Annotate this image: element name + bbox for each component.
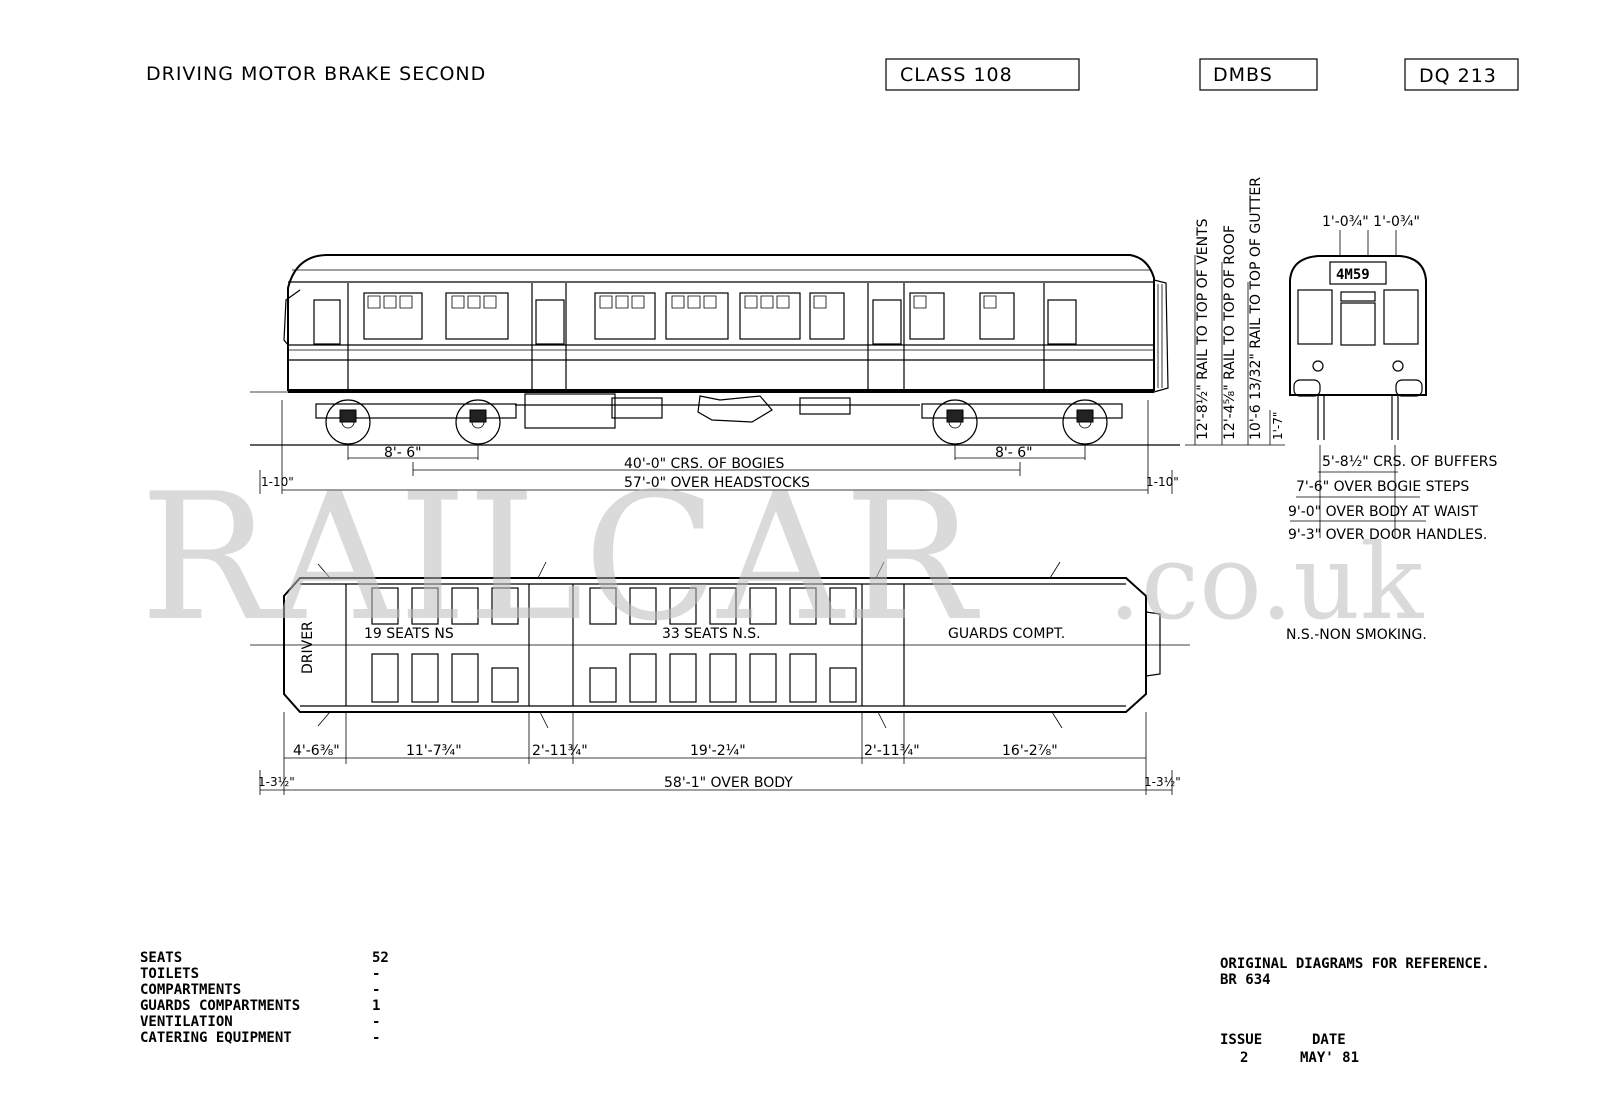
footer-block: ORIGINAL DIAGRAMS FOR REFERENCE. BR 634 … (1220, 956, 1490, 1066)
reference-line-1: ORIGINAL DIAGRAMS FOR REFERENCE. (1220, 956, 1490, 972)
overhang-right-dim: 1-10" (1146, 475, 1179, 489)
side-elevation: 8'- 6" 8'- 6" 40'-0" CRS. OF BOGIES 57'-… (250, 254, 1180, 494)
door-handles-dim: 9'-3" OVER DOOR HANDLES. (1288, 527, 1487, 543)
bogie-wheelbase-right: 8'- 6" (995, 445, 1033, 461)
cab-window-centre (1340, 302, 1376, 346)
cab-window-right (1383, 289, 1419, 345)
height-roof: 12'-4⅝" RAIL TO TOP OF ROOF (1222, 225, 1238, 440)
end-elevation: 1'-0¾" 1'-0¾" 4M59 5'-8½" CRS. OF BUFFER… (1288, 214, 1498, 543)
buffers-dim: 5'-8½" CRS. OF BUFFERS (1322, 454, 1498, 470)
end-body (1289, 255, 1427, 396)
underframe-tank (524, 393, 616, 429)
plan-overhang-right: 1-3½" (1144, 775, 1181, 789)
stat-label-seats: SEATS (140, 950, 182, 966)
end-top-dim: 1'-0¾" 1'-0¾" (1322, 214, 1420, 230)
cab-window-left (1297, 289, 1333, 345)
plan-dim-5: 2'-11¾" (864, 743, 920, 759)
watermark-main: RAILCAR (140, 457, 980, 660)
height-floor: 1'-7" (1271, 412, 1285, 440)
headcode: 4M59 (1336, 267, 1370, 283)
side-windows (363, 292, 1015, 340)
stat-value-seats: 52 (372, 950, 389, 966)
date-value: MAY' 81 (1300, 1050, 1359, 1066)
height-vents: 12'-8½" RAIL TO TOP OF VENTS (1195, 218, 1211, 440)
guards-label: GUARDS COMPT. (948, 626, 1065, 642)
class-label: CLASS 108 (900, 64, 1013, 86)
stat-value-ventilation: - (372, 1014, 380, 1030)
stat-value-guards: 1 (372, 998, 380, 1014)
type-box (1199, 58, 1318, 91)
height-dimensions: 12'-8½" RAIL TO TOP OF VENTS 12'-4⅝" RAI… (1185, 177, 1285, 446)
issue-value: 2 (1240, 1050, 1248, 1066)
body-outline (287, 254, 1155, 391)
seats-33-label: 33 SEATS N.S. (662, 626, 761, 642)
plan-dim-4: 19'-2¼" (690, 743, 746, 759)
stat-value-catering: - (372, 1030, 380, 1046)
plan-overhang-left: 1-3½" (258, 775, 295, 789)
plan-dim-1: 4'-6⅜" (293, 743, 340, 759)
driver-label: DRIVER (300, 621, 316, 674)
plan-dim-3: 2'-11¾" (532, 743, 588, 759)
reference-line-2: BR 634 (1220, 972, 1271, 988)
plan-dimensions: 4'-6⅜" 11'-7¾" 2'-11¾" 19'-2¼" 2'-11¾" 1… (258, 712, 1181, 795)
body-waist-dim: 9'-0" OVER BODY AT WAIST (1288, 504, 1479, 520)
engine-unit (697, 395, 773, 423)
diagram-title: DRIVING MOTOR BRAKE SECOND (146, 63, 486, 85)
stat-label-compartments: COMPARTMENTS (140, 982, 241, 998)
bogie-wheelbase-left: 8'- 6" (384, 445, 422, 461)
diagram-number-box (1404, 58, 1519, 91)
bogie-right (921, 399, 1123, 445)
plan-view: DRIVER 19 SEATS NS 33 SEATS N.S. GUARDS … (250, 561, 1190, 729)
stat-label-ventilation: VENTILATION (140, 1014, 233, 1030)
bogie-left (315, 399, 517, 445)
bogie-centres-dim: 40'-0" CRS. OF BOGIES (624, 456, 785, 472)
type-label: DMBS (1213, 64, 1273, 86)
class-box (885, 58, 1080, 91)
diagram-number: DQ 213 (1419, 65, 1497, 87)
overhang-left-dim: 1-10" (261, 475, 294, 489)
seats-19-group (371, 587, 519, 703)
stat-value-compartments: - (372, 982, 380, 998)
bogie-steps-dim: 7'-6" OVER BOGIE STEPS (1296, 479, 1469, 495)
stats-table: SEATS TOILETS COMPARTMENTS GUARDS COMPAR… (140, 950, 389, 1046)
non-smoking-note: N.S.-NON SMOKING. (1286, 627, 1427, 643)
watermark-suffix: .co.uk (1108, 521, 1424, 643)
issue-label: ISSUE (1220, 1032, 1262, 1048)
stat-label-catering: CATERING EQUIPMENT (140, 1030, 292, 1046)
over-body-dim: 58'-1" OVER BODY (664, 775, 793, 791)
height-gutter: 10'-6 13/32" RAIL TO TOP OF GUTTER (1248, 177, 1264, 440)
headcode-box (1329, 261, 1387, 285)
seats-33-group (589, 587, 857, 703)
plan-outline (283, 577, 1147, 713)
stat-value-toilets: - (372, 966, 380, 982)
headstocks-dim: 57'-0" OVER HEADSTOCKS (624, 475, 810, 491)
plan-dim-6: 16'-2⅞" (1002, 743, 1058, 759)
date-label: DATE (1312, 1032, 1346, 1048)
plan-dim-2: 11'-7¾" (406, 743, 462, 759)
stat-label-toilets: TOILETS (140, 966, 199, 982)
stat-label-guards: GUARDS COMPARTMENTS (140, 998, 300, 1014)
seats-19-label: 19 SEATS NS (364, 626, 454, 642)
